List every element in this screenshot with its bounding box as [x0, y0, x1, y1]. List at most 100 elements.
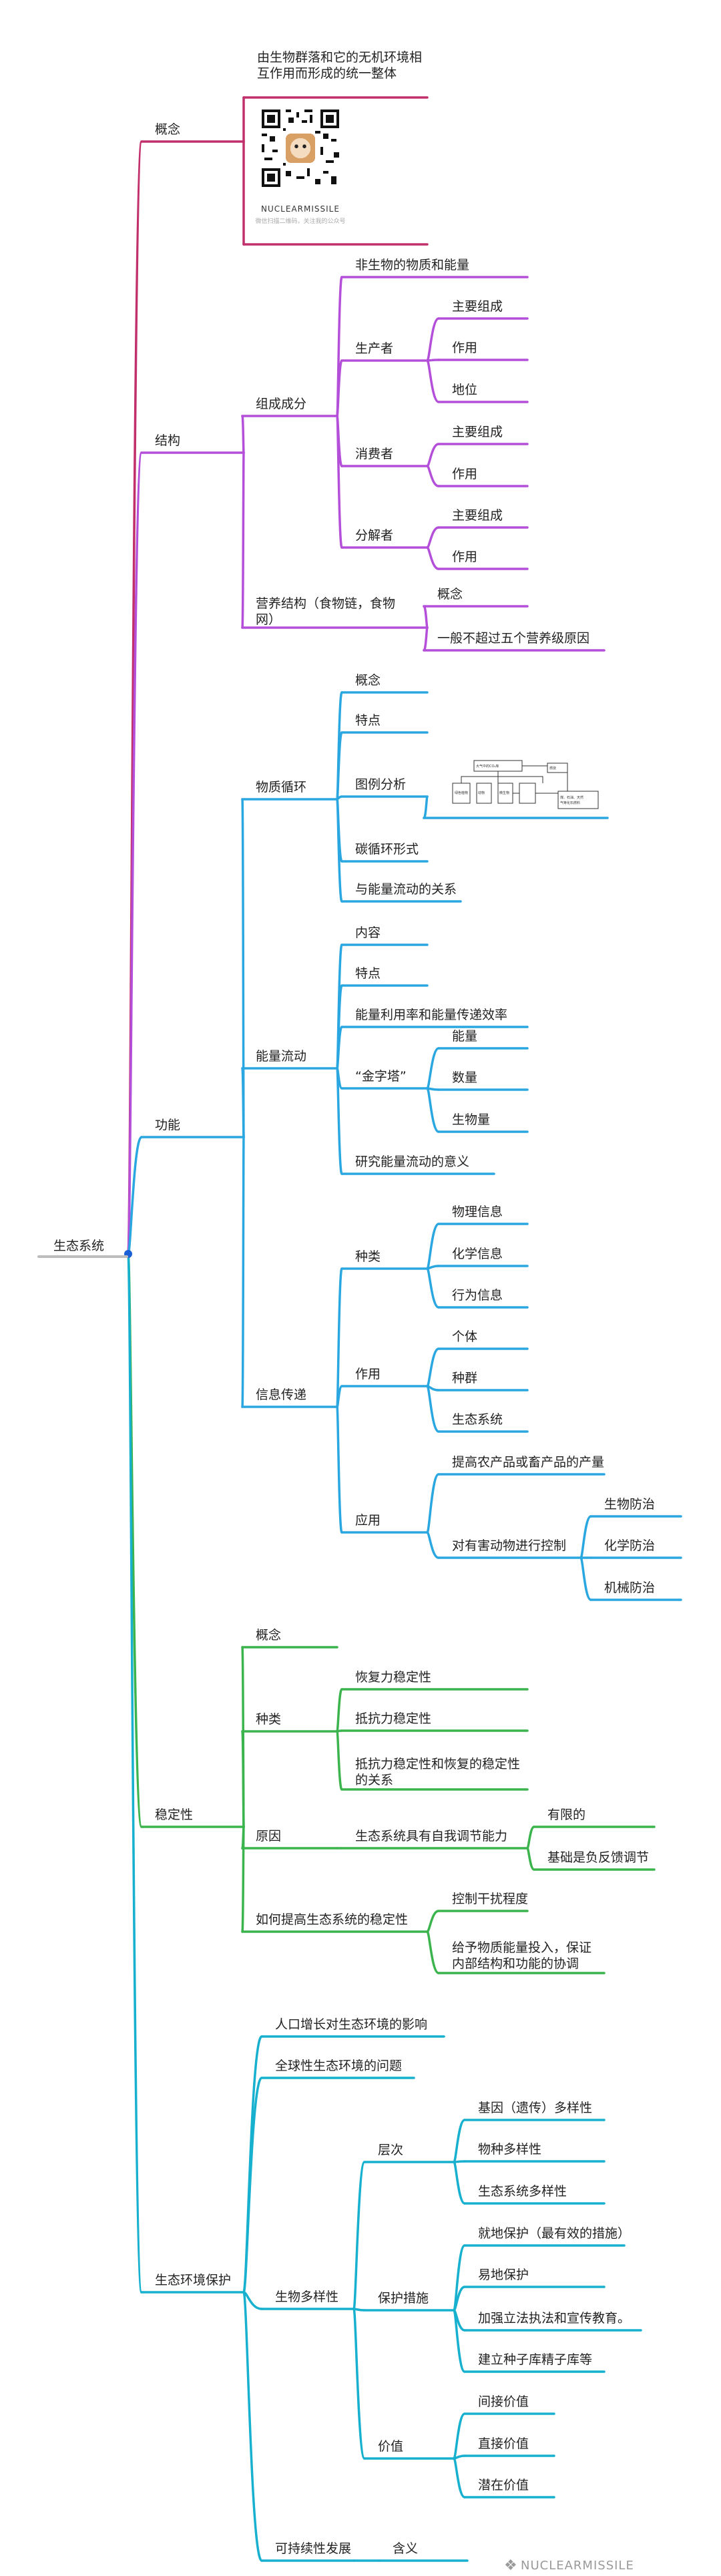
- node-label-n3c3b[interactable]: 对有害动物进行控制: [452, 1538, 567, 1553]
- node-label-n3b3[interactable]: 能量利用率和能量传递效率: [355, 1008, 508, 1022]
- branch-connector: [453, 2457, 466, 2499]
- branch-connector: [336, 1406, 343, 1534]
- node-label-n2a[interactable]: 组成成分: [256, 397, 307, 411]
- node-label-n2[interactable]: 结构: [155, 433, 181, 448]
- node-label-n2b2[interactable]: 一般不超过五个营养级原因: [437, 631, 590, 646]
- branch-connector: [426, 1385, 440, 1433]
- node-label-n3c2b[interactable]: 种群: [452, 1371, 478, 1385]
- qr-caption-title: NUCLEARMISSILE: [261, 204, 340, 214]
- node-label-n4d2[interactable]: 给予物质能量投入，保证内部结构和功能的协调: [452, 1940, 592, 1971]
- node-label-n2a4b[interactable]: 作用: [452, 550, 478, 564]
- branch-connector: [426, 1267, 440, 1309]
- node-label-n4d1[interactable]: 控制干扰程度: [452, 1892, 529, 1906]
- svg-text:煤、石油、天然: 煤、石油、天然: [560, 795, 583, 800]
- node-label-n3b4c[interactable]: 生物量: [452, 1112, 491, 1127]
- node-label-n5c[interactable]: 生物多样性: [275, 2290, 339, 2304]
- node-label-n3b5[interactable]: 研究能量流动的意义: [355, 1154, 470, 1169]
- node-label-n4c1b[interactable]: 基础是负反馈调节: [547, 1850, 650, 1865]
- node-label-n2b[interactable]: 营养结构（食物链，食物网）: [256, 596, 396, 627]
- node-label-n3c2c[interactable]: 生态系统: [452, 1412, 503, 1427]
- node-label-n4b1[interactable]: 恢复力稳定性: [355, 1670, 432, 1685]
- node-label-n5c2b[interactable]: 易地保护: [478, 2268, 529, 2282]
- node-label-n3a3[interactable]: 图例分析: [355, 777, 407, 792]
- node-label-n5b[interactable]: 全球性生态环境的问题: [275, 2059, 403, 2073]
- node-label-n2a1[interactable]: 非生物的物质和能量: [355, 258, 470, 272]
- node-label-n5d1[interactable]: 含义: [393, 2541, 419, 2556]
- node-label-n3b4b[interactable]: 数量: [452, 1070, 478, 1085]
- node-label-n5c1b[interactable]: 物种多样性: [478, 2142, 542, 2157]
- node-label-n4[interactable]: 稳定性: [155, 1807, 194, 1822]
- node-label-n3c1a[interactable]: 物理信息: [452, 1205, 503, 1219]
- node-label-n3c3b2[interactable]: 化学防治: [604, 1538, 656, 1553]
- node-label-n3b2[interactable]: 特点: [355, 966, 381, 981]
- node-label-n3c3b1[interactable]: 生物防治: [604, 1497, 656, 1512]
- node-label-n3[interactable]: 功能: [155, 1118, 181, 1132]
- node-label-n4b3[interactable]: 抵抗力稳定性和恢复的稳定性的关系: [355, 1757, 521, 1787]
- node-label-n4d[interactable]: 如何提高生态系统的稳定性: [256, 1912, 409, 1927]
- node-label-n4a[interactable]: 概念: [256, 1628, 282, 1643]
- node-label-n5d[interactable]: 可持续性发展: [275, 2541, 352, 2556]
- svg-text:燃烧: 燃烧: [549, 766, 556, 771]
- svg-text:气等化石燃料: 气等化石燃料: [560, 801, 580, 805]
- node-label-n3a5[interactable]: 与能量流动的关系: [355, 882, 457, 897]
- node-label-n2a4[interactable]: 分解者: [355, 528, 394, 543]
- node-label-n3c2a[interactable]: 个体: [452, 1329, 478, 1344]
- node-label-n5c2[interactable]: 保护措施: [378, 2291, 429, 2306]
- node-label-n3c[interactable]: 信息传递: [256, 1387, 307, 1402]
- node-label-n4b2[interactable]: 抵抗力稳定性: [355, 1711, 432, 1726]
- node-label-n2a3[interactable]: 消费者: [355, 447, 394, 461]
- node-label-n3c1c[interactable]: 行为信息: [452, 1288, 503, 1303]
- node-label-n4c1a[interactable]: 有限的: [547, 1807, 586, 1822]
- branch-connector: [426, 317, 440, 362]
- branch-connector: [426, 546, 440, 570]
- node-label-n5a[interactable]: 人口增长对生态环境的影响: [275, 2017, 428, 2032]
- branch-connector: [453, 2160, 466, 2163]
- node-label-n3b4[interactable]: “金字塔”: [355, 1069, 407, 1084]
- svg-text:大气中的CO₂库: 大气中的CO₂库: [476, 764, 499, 769]
- node-label-n5c3b[interactable]: 直接价值: [478, 2436, 529, 2451]
- branch-connector: [579, 1556, 592, 1601]
- node-label-n5c3c[interactable]: 潜在价值: [478, 2478, 529, 2493]
- node-label-n3c2[interactable]: 作用: [355, 1367, 381, 1381]
- node-label-n3a[interactable]: 物质循环: [256, 780, 307, 795]
- root-node-label[interactable]: 生态系统: [53, 1239, 105, 1253]
- node-label-n3c3a[interactable]: 提高农产品或畜产品的产量: [452, 1455, 605, 1470]
- node-label-n3a4[interactable]: 碳循环形式: [355, 842, 419, 857]
- node-label-n2a2a[interactable]: 主要组成: [452, 299, 503, 314]
- node-label-n3a2[interactable]: 特点: [355, 713, 381, 728]
- node-label-n5c1a[interactable]: 基因（遗传）多样性: [478, 2101, 593, 2115]
- node-label-n2b1[interactable]: 概念: [437, 587, 463, 602]
- branch-connector: [336, 1730, 343, 1791]
- node-label-n2a3b[interactable]: 作用: [452, 467, 478, 481]
- node-label-n2a4a[interactable]: 主要组成: [452, 508, 503, 523]
- node-label-n5[interactable]: 生态环境保护: [155, 2273, 232, 2288]
- node-label-n2a2[interactable]: 生产者: [355, 341, 394, 356]
- node-label-n5c3[interactable]: 价值: [378, 2439, 404, 2454]
- node-label-n3c3[interactable]: 应用: [355, 1513, 381, 1528]
- node-label-n5c1[interactable]: 层次: [378, 2143, 404, 2157]
- node-label-n3c1[interactable]: 种类: [355, 1249, 381, 1264]
- branch-connector: [241, 1826, 245, 1933]
- node-label-n3a1[interactable]: 概念: [355, 673, 381, 688]
- branch-connector: [426, 1347, 440, 1387]
- node-label-n4b[interactable]: 种类: [256, 1712, 282, 1727]
- node-label-n4c1[interactable]: 生态系统具有自我调节能力: [355, 1829, 508, 1844]
- node-label-n3b4a[interactable]: 能量: [452, 1029, 478, 1044]
- node-label-n5c2a[interactable]: 就地保护（最有效的措施）: [478, 2226, 631, 2241]
- node-label-n5c2c[interactable]: 加强立法执法和宣传教育。: [478, 2311, 631, 2326]
- node-label-n3b1[interactable]: 内容: [355, 925, 381, 940]
- node-label-n1[interactable]: 概念: [155, 122, 181, 137]
- node-label-n5c2d[interactable]: 建立种子库精子库等: [478, 2352, 593, 2367]
- node-label-n3b[interactable]: 能量流动: [256, 1049, 307, 1064]
- node-label-n3c3b3[interactable]: 机械防治: [604, 1580, 656, 1595]
- node-label-n2a3a[interactable]: 主要组成: [452, 425, 503, 439]
- node-label-n3c1b[interactable]: 化学信息: [452, 1247, 503, 1261]
- node-label-n4c[interactable]: 原因: [256, 1829, 282, 1844]
- node-label-n5c3a[interactable]: 间接价值: [478, 2394, 529, 2409]
- node-label-n1a[interactable]: 由生物群落和它的无机环境相互作用而形成的统一整体: [257, 50, 423, 81]
- node-label-n5c1c[interactable]: 生态系统多样性: [478, 2184, 567, 2199]
- branch-connector: [426, 1910, 440, 1933]
- node-label-n2a2c[interactable]: 地位: [452, 383, 478, 397]
- node-label-n2a2b[interactable]: 作用: [452, 341, 478, 355]
- branch-connector: [426, 1930, 440, 1974]
